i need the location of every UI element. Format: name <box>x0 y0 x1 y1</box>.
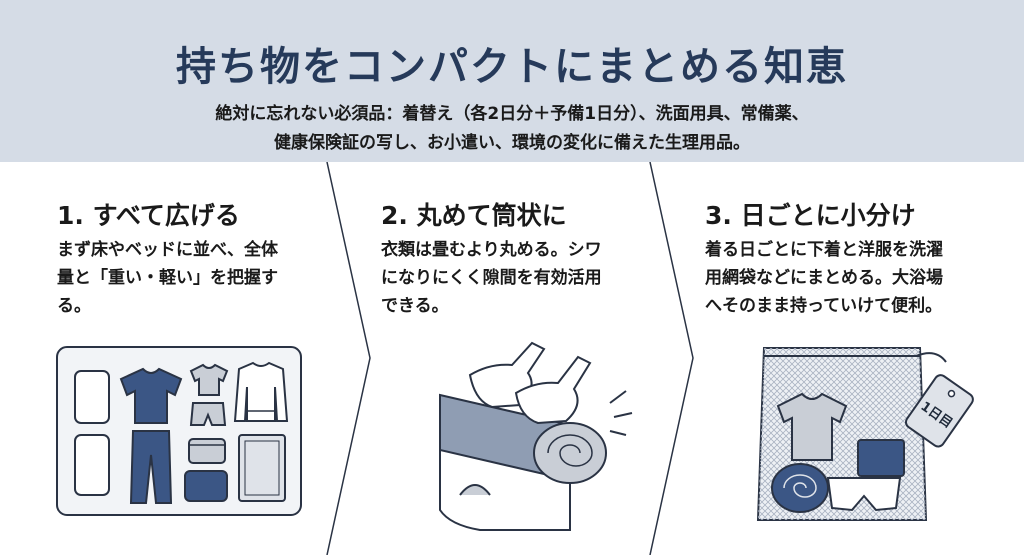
right-hand-icon <box>514 355 592 425</box>
pouch-icon <box>188 438 226 464</box>
sweater-icon <box>233 361 289 422</box>
chevron-divider-2 <box>649 162 694 555</box>
chevron-divider-1 <box>326 162 371 555</box>
rolled-clothes-icon <box>771 463 829 513</box>
step-1-text: まず床やベッドに並べ、全体 量と「重い・軽い」を把握す る。 <box>57 236 278 320</box>
tag-icon <box>904 374 974 448</box>
header-banner <box>0 0 1024 162</box>
subtitle-line-2: 健康保険証の写し、お小遣い、環境の変化に備えた生理用品。 <box>274 133 750 153</box>
toiletry-bag-icon <box>184 470 228 502</box>
laundry-net-bag-illustration: 1日目 <box>756 347 974 521</box>
underwear-icon <box>826 477 902 512</box>
small-shirt-icon <box>189 363 229 396</box>
tshirt-icon <box>119 367 183 424</box>
roll-end-icon <box>533 422 607 484</box>
spread-out-clothes-illustration <box>56 346 302 516</box>
step-1-text-line-1: まず床やベッドに並べ、全体 <box>57 240 278 260</box>
page-title: 持ち物をコンパクトにまとめる知恵 <box>176 44 848 90</box>
step-3-text-line-1: 着る日ごとに下着と洋服を洗濯 <box>705 240 943 260</box>
step-dividers <box>326 162 694 555</box>
step-2-text-line-1: 衣類は畳むより丸める。シワ <box>381 240 602 260</box>
shirt-in-bag-icon <box>776 392 848 461</box>
step-2-text: 衣類は畳むより丸める。シワ になりにくく隙間を有効活用 できる。 <box>381 236 602 320</box>
folded-towel-icon <box>238 434 286 502</box>
step-1-text-line-2: 量と「重い・軽い」を把握す <box>57 268 278 288</box>
subtitle-line-1: 絶対に忘れない必須品：着替え（各2日分＋予備1日分）、洗面用具、常備薬、 <box>215 104 809 124</box>
day-tag: 1日目 <box>904 374 974 448</box>
folded-clothes-icon <box>857 439 905 477</box>
step-1-text-line-3: る。 <box>57 296 91 316</box>
step-2-text-line-2: になりにくく隙間を有効活用 <box>381 268 602 288</box>
sock-icon <box>74 370 110 424</box>
rolling-clothes-illustration <box>439 341 633 531</box>
step-2-title: 2. 丸めて筒状に <box>381 201 567 230</box>
sock-icon <box>74 434 110 496</box>
step-3-title: 3. 日ごとに小分け <box>705 201 916 230</box>
step-3-text-line-2: 用網袋などにまとめる。大浴場 <box>705 268 943 288</box>
step-3-text: 着る日ごとに下着と洋服を洗濯 用網袋などにまとめる。大浴場 へそのまま持っていけ… <box>705 236 943 320</box>
pants-icon <box>129 430 173 504</box>
step-2-text-line-3: できる。 <box>381 296 449 316</box>
step-3-text-line-3: へそのまま持っていけて便利。 <box>705 296 943 316</box>
shorts-icon <box>189 402 227 426</box>
step-1-title: 1. すべて広げる <box>57 201 240 230</box>
